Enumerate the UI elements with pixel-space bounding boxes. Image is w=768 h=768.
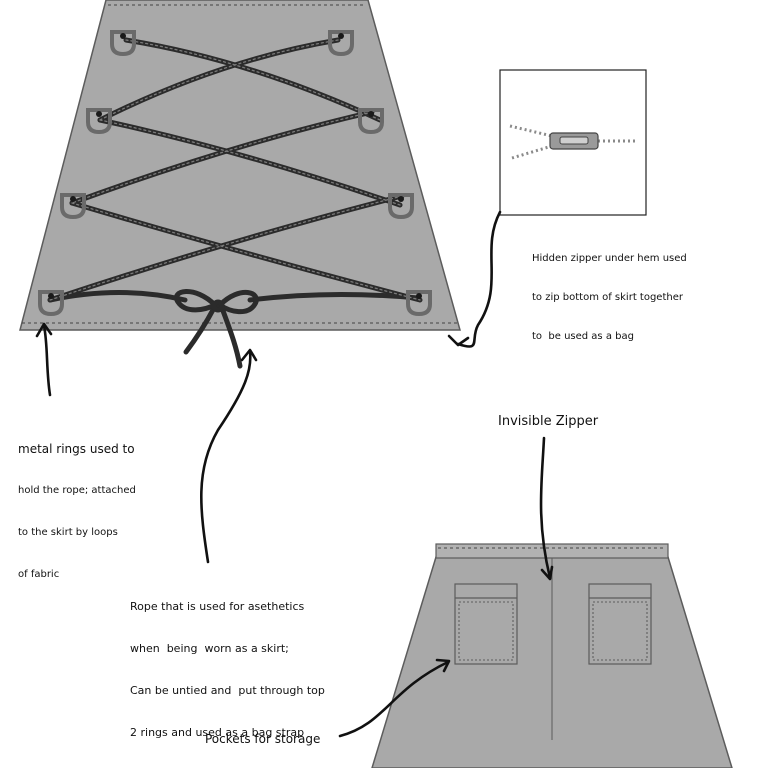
- zipper-icon: [509, 124, 638, 160]
- back-pocket: [454, 583, 518, 665]
- arrow-to-pockets: [338, 658, 451, 738]
- rings-note-line: of fabric: [18, 569, 60, 580]
- rope-note-line: Can be untied and put through top: [130, 684, 325, 697]
- zipper-note-line: Hidden zipper under hem used: [532, 253, 687, 264]
- arrow-to-invisible-zipper: [539, 436, 554, 581]
- rings-note-line: to the skirt by loops: [18, 527, 118, 538]
- back-skirt-view: [371, 543, 733, 768]
- zipper-note-line: to zip bottom of skirt together: [532, 292, 683, 303]
- rope-note-line: 2 rings and used as a bag strap: [130, 726, 305, 739]
- d-ring-icon: [38, 30, 432, 317]
- zipper-note: Hidden zipper under hem used to zip bott…: [532, 226, 687, 356]
- arrow-to-rope: [200, 348, 258, 564]
- zipper-note-line: to be used as a bag: [532, 331, 634, 342]
- rope-note: Rope that is used for asethetics when be…: [130, 572, 325, 754]
- front-skirt-panel: [19, 0, 461, 331]
- zipper-detail-box: [499, 69, 647, 216]
- pockets-label: Pockets for storage: [205, 732, 321, 746]
- invisible-zipper-label: Invisible Zipper: [498, 414, 599, 429]
- rope-note-line: when being worn as a skirt;: [130, 642, 289, 655]
- arrow-to-rings: [35, 322, 53, 397]
- rope-note-line: Rope that is used for asethetics: [130, 600, 305, 613]
- arrow-to-zipper-detail: [447, 210, 502, 348]
- rope-bow-icon: [174, 289, 259, 369]
- rings-note-line: hold the rope; attached: [18, 485, 136, 496]
- waistband: [435, 543, 669, 559]
- back-pocket: [588, 583, 652, 665]
- lacing-rope: [47, 37, 423, 303]
- rings-note-line: metal rings used to: [18, 442, 135, 456]
- front-skirt-view: [19, 0, 461, 369]
- rings-note: metal rings used to hold the rope; attac…: [18, 414, 136, 596]
